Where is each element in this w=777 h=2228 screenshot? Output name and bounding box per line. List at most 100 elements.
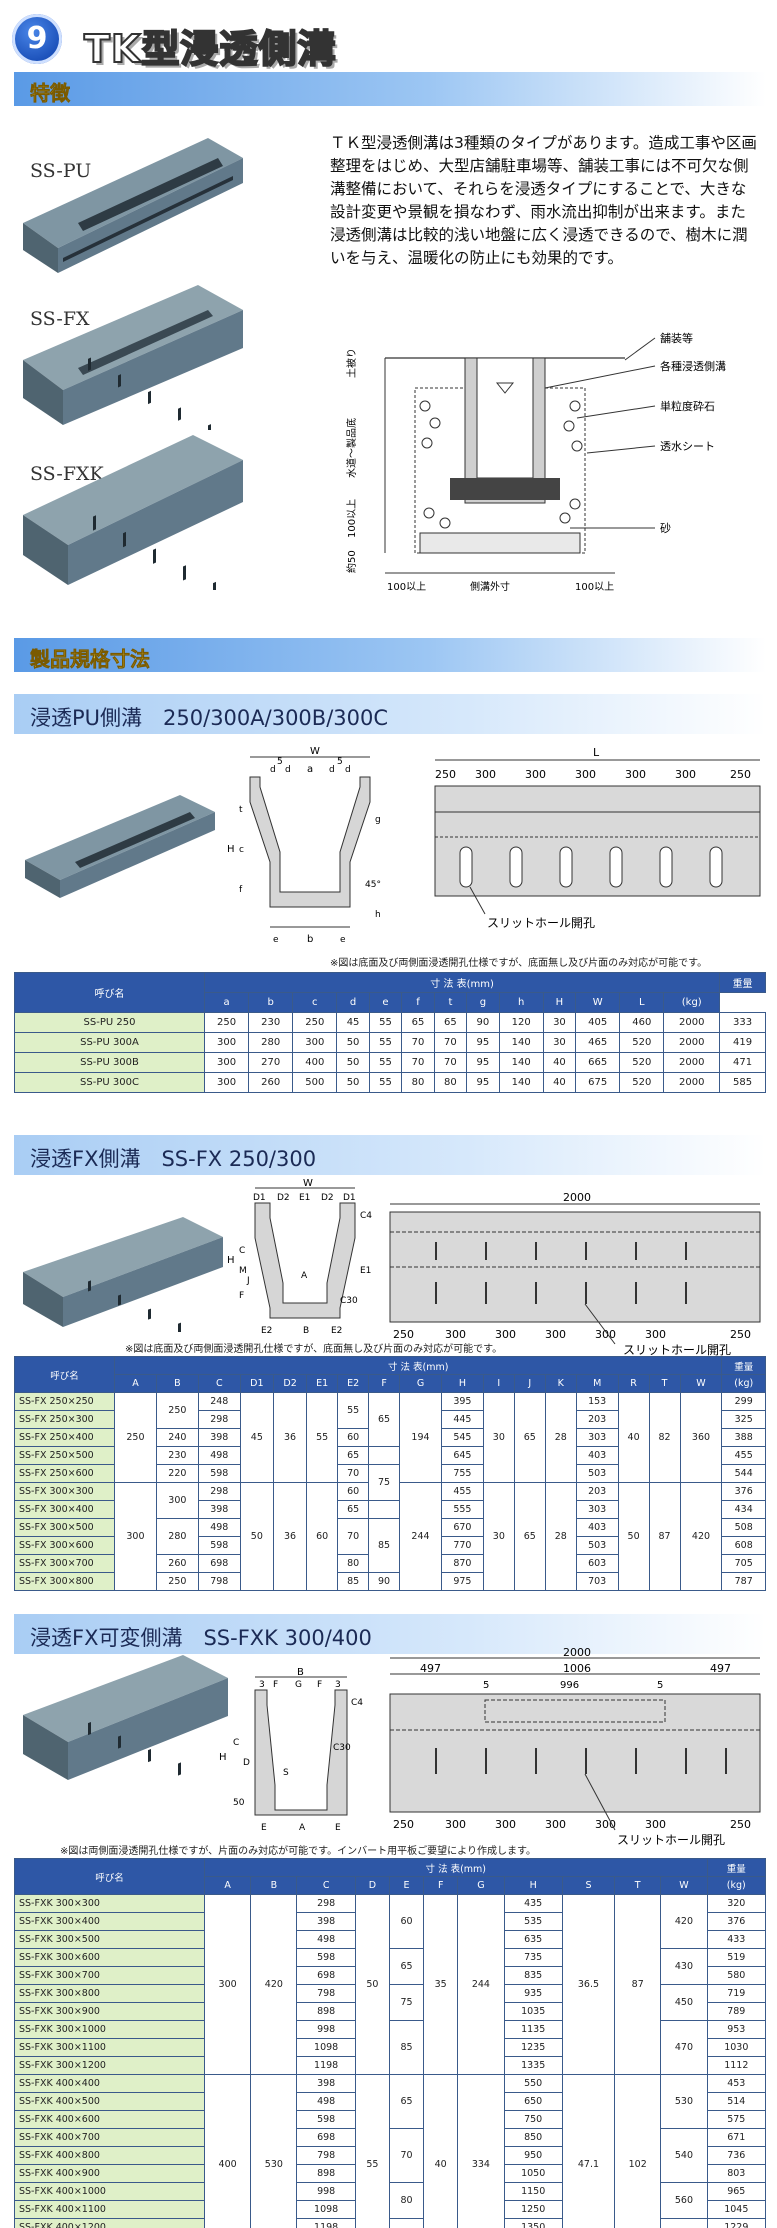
fx-cell-kg: 508 xyxy=(721,1518,766,1537)
fx-side-300b: 300 xyxy=(495,1328,516,1341)
fx-table-title: 寸 法 表(mm) xyxy=(113,1356,723,1375)
fxk-row-name: SS-FXK 300×300 xyxy=(14,1894,205,1913)
fxk-cell-H: 550 xyxy=(503,2074,563,2093)
pu-cell: 70 xyxy=(433,1052,468,1073)
fx-col-F: F xyxy=(368,1374,401,1393)
fx-row-name: SS-FX 250×500 xyxy=(14,1446,115,1465)
fxk-side-250a: 250 xyxy=(393,1818,414,1831)
fx-col-I: I xyxy=(482,1374,515,1393)
fx-weight-header: 重量 xyxy=(721,1356,766,1375)
fx-dim-j: J xyxy=(246,1276,250,1286)
fxk-cell-H: 1135 xyxy=(503,2020,563,2039)
label-gravel: 単粒度砕石 xyxy=(660,399,715,413)
pu-dim-d2: d xyxy=(285,765,291,775)
pu-cell: 80 xyxy=(401,1072,435,1093)
fxk-side-996: 996 xyxy=(560,1680,579,1691)
pu-dim-d3: d xyxy=(329,765,335,775)
ss-fxk-product-image xyxy=(23,435,243,590)
fx-cell-H: 545 xyxy=(440,1428,484,1447)
pu-cell: 300 xyxy=(203,1072,250,1093)
fx-cell-J: 65 xyxy=(513,1482,546,1591)
fx-row-name: SS-FX 300×500 xyxy=(14,1518,115,1537)
fxk-col-S: S xyxy=(561,1876,616,1895)
fxk-cell-kg: 453 xyxy=(706,2074,767,2093)
fx-name-header-top: 呼び名 xyxy=(14,1356,115,1393)
label-bottom-right: 100以上 xyxy=(575,581,614,593)
fx-cell-H: 755 xyxy=(440,1464,484,1483)
label-depth: 水道～製品底 xyxy=(345,418,358,478)
fxk-cell-E: 85 xyxy=(388,2020,425,2075)
fxk-cell-C: 298 xyxy=(296,1894,356,1913)
pu-section-drawing: W d 5 d a d 5 d t g H c f e b e h 45° xyxy=(227,746,381,945)
pu-cell: 675 xyxy=(575,1072,621,1093)
fxk-cell-kg: 965 xyxy=(706,2182,767,2201)
fxk-cell-E: 65 xyxy=(388,2074,425,2129)
pu-side-250b: 250 xyxy=(730,768,751,781)
fxk-cell-A: 300 xyxy=(203,1894,252,2075)
pu-cell: 40 xyxy=(542,1052,577,1073)
fxk-cell-H: 1050 xyxy=(503,2164,563,2183)
fx-cell-H: 870 xyxy=(440,1554,484,1573)
fx-col-R: R xyxy=(617,1374,650,1393)
fxk-dim-3a: 3 xyxy=(259,1680,265,1690)
fxk-side-5b: 5 xyxy=(657,1680,663,1691)
fxk-row-name: SS-FXK 300×800 xyxy=(14,1984,205,2003)
fxk-dim-50: 50 xyxy=(233,1798,245,1808)
pu-dim-e1: e xyxy=(273,935,279,945)
fxk-side-1006: 1006 xyxy=(563,1662,591,1675)
fx-cell-G: 194 xyxy=(399,1392,442,1483)
fxk-dim-fb: F xyxy=(317,1680,322,1690)
fxk-section-drawing: B 3 F G F 3 C4 H C D S C30 50 E A E xyxy=(219,1667,363,1833)
fx-cell-kg: 388 xyxy=(721,1428,766,1447)
pu-cell: 50 xyxy=(336,1072,370,1093)
fxk-cell-C: 998 xyxy=(296,2020,356,2039)
fxk-cell-kg: 736 xyxy=(706,2146,767,2165)
fx-cell-M: 303 xyxy=(575,1500,619,1519)
fx-cell-E2: 70 xyxy=(337,1518,370,1555)
fx-cell-C: 398 xyxy=(197,1428,241,1447)
pu-cell: 520 xyxy=(619,1052,665,1073)
fxk-col-C: C xyxy=(296,1876,356,1895)
fx-cell-C: 498 xyxy=(197,1446,241,1465)
fx-row-name: SS-FX 250×600 xyxy=(14,1464,115,1483)
fx-dim-f: F xyxy=(239,1291,244,1301)
pu-side-300e: 300 xyxy=(675,768,696,781)
pu-cell: 80 xyxy=(433,1072,468,1093)
fxk-dim-ea: E xyxy=(261,1823,267,1833)
pu-side-250a: 250 xyxy=(435,768,456,781)
label-50: 約50 xyxy=(345,550,358,573)
fxk-cell-C: 698 xyxy=(296,2128,356,2147)
pu-cell: 50 xyxy=(336,1032,370,1053)
fxk-row-name: SS-FXK 300×400 xyxy=(14,1912,205,1931)
fxk-side-5a: 5 xyxy=(483,1680,489,1691)
fxk-dim-d: D xyxy=(243,1758,250,1768)
fxk-cell-kg: 671 xyxy=(706,2128,767,2147)
pu-side-drawing: L 250 300 300 300 300 300 250 スリットホール開孔 xyxy=(434,746,761,930)
fxk-side-300e: 300 xyxy=(645,1818,666,1831)
fx-cell-E1: 60 xyxy=(306,1482,339,1591)
fxk-cell-H: 635 xyxy=(503,1930,563,1949)
fxk-cell-H: 1350 xyxy=(503,2218,563,2228)
fxk-cell-G: 244 xyxy=(457,1894,505,2075)
pu-cell: 140 xyxy=(498,1052,544,1073)
pu-cell: 400 xyxy=(292,1052,338,1073)
fx-cell-H: 455 xyxy=(440,1482,484,1501)
label-sheet: 透水シート xyxy=(660,440,715,453)
fx-cell-C: 298 xyxy=(197,1482,241,1501)
fxk-row-name: SS-FXK 300×1200 xyxy=(14,2056,205,2075)
fx-cell-W: 360 xyxy=(679,1392,723,1483)
pu-cell: 460 xyxy=(619,1012,665,1033)
fxk-cell-G: 334 xyxy=(457,2074,505,2228)
fx-col-T: T xyxy=(648,1374,681,1393)
pu-col-t: t xyxy=(433,992,468,1013)
fx-cell-J: 65 xyxy=(513,1392,546,1483)
pu-dim-g: g xyxy=(375,815,381,825)
fx-cell-H: 555 xyxy=(440,1500,484,1519)
